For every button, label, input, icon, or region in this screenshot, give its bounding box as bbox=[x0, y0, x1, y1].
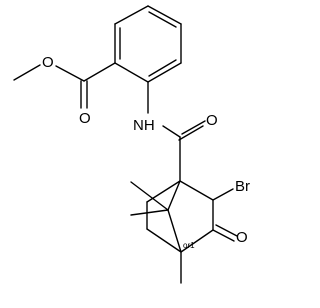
ring-bond bbox=[114, 62, 149, 83]
benzene-ring bbox=[114, 5, 182, 83]
bromine-label: Br bbox=[235, 178, 250, 195]
ring-inner-double-bond bbox=[148, 59, 177, 77]
bromine-bond bbox=[212, 188, 234, 201]
ester-oxygen-label: O bbox=[42, 54, 54, 71]
ketone-double-bond bbox=[212, 229, 235, 242]
gem-dimethyl-bond bbox=[130, 181, 169, 211]
ring-bond bbox=[147, 5, 182, 25]
core-bond bbox=[180, 229, 214, 253]
methoxy-bond bbox=[13, 64, 41, 81]
ester-carbonyl-oxygen-label: O bbox=[79, 110, 91, 127]
chemical-structure-diagram: O O NH O Br O or1 bbox=[13, 5, 250, 284]
gem-dimethyl-bond bbox=[130, 209, 169, 216]
amide-nh-label: NH bbox=[133, 117, 155, 134]
bridge-bond bbox=[167, 180, 181, 211]
stereo-label: or1 bbox=[183, 241, 195, 250]
core-bond bbox=[179, 180, 214, 201]
bridge-bond bbox=[167, 209, 182, 253]
amide-linkage: NH O bbox=[133, 81, 218, 182]
core-bond bbox=[146, 228, 182, 253]
ester-oxygen-bond bbox=[55, 65, 85, 82]
ring-bond bbox=[114, 5, 149, 25]
ketone-oxygen-label: O bbox=[236, 229, 248, 246]
nitrogen-carbonyl-bond bbox=[162, 125, 181, 138]
ester-carbon-bond bbox=[83, 62, 116, 82]
ring-inner-double-bond bbox=[148, 11, 177, 28]
amide-carbonyl-double-bond bbox=[178, 125, 204, 141]
ketone-double-bond bbox=[215, 224, 238, 237]
amide-carbonyl-double-bond bbox=[181, 120, 206, 135]
methyl-ester-group: O O bbox=[13, 54, 116, 127]
ring-bond bbox=[147, 62, 182, 83]
bicyclic-core: Br O or1 bbox=[130, 178, 250, 284]
amide-oxygen-label: O bbox=[206, 112, 218, 129]
